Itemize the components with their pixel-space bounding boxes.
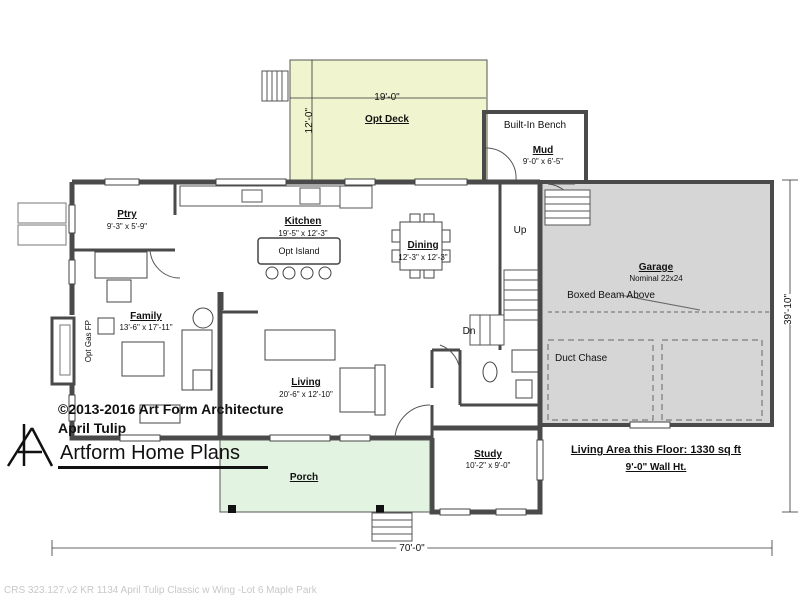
mud-dims: 9'-0" x 6'-5": [522, 157, 564, 166]
mud-room-walls: [482, 110, 588, 182]
room-garage: Garage: [638, 262, 674, 273]
brand-name: Artform Home Plans: [60, 442, 241, 464]
living-furniture: [264, 329, 386, 416]
ptry-dims: 9'-3" x 5'-9": [106, 222, 148, 231]
room-kitchen: Kitchen: [284, 216, 322, 227]
duct-chase-label: Duct Chase: [555, 353, 608, 364]
stairs-dn-label: Dn: [462, 326, 476, 337]
room-porch: Porch: [289, 472, 319, 483]
family-dims: 13'-6" x 17'-11": [119, 323, 173, 332]
opt-gas-fp-label: Opt Gas FP: [84, 320, 93, 363]
living-dims: 20'-6" x 12'-10": [279, 390, 333, 399]
room-family: Family: [130, 311, 162, 322]
room-dining: Dining: [407, 240, 439, 251]
copyright-text: ©2013-2016 Art Form Architecture: [58, 401, 284, 417]
room-opt-deck: Opt Deck: [365, 114, 409, 125]
footer-text: CRS 323.127.v2 KR 1134 April Tulip Class…: [4, 585, 317, 596]
boxed-beam-label: Boxed Beam Above: [567, 290, 655, 301]
room-mud: Mud: [532, 145, 554, 156]
fireplace-bumpout: [50, 316, 76, 386]
builtin-bench-label: Built-In Bench: [503, 120, 567, 131]
living-area-label: Living Area this Floor: 1330 sq ft: [570, 444, 742, 456]
door-swings: [149, 147, 517, 439]
plan-name-text: April Tulip: [58, 420, 127, 436]
porch-steps: [371, 512, 413, 542]
windows: [68, 178, 671, 516]
kitchen-island: [257, 237, 341, 265]
dining-dims: 12'-3" x 12'-3": [398, 253, 448, 262]
kitchen-counter: [179, 185, 373, 209]
room-living: Living: [291, 377, 321, 388]
porch-posts: [228, 505, 384, 513]
room-study: Study: [474, 449, 502, 460]
garage-dims: Nominal 22x24: [629, 274, 683, 283]
deck-width-dim: 19'-0": [374, 92, 400, 103]
stairs: [469, 189, 591, 346]
wall-height-label: 9'-0" Wall Ht.: [625, 462, 687, 473]
garage-details: [547, 294, 772, 421]
brand-underline: [58, 466, 268, 469]
study-dims: 10'-2" x 9'-0": [465, 461, 511, 470]
porch-area: [219, 439, 431, 513]
logo-mark: [6, 424, 54, 467]
deck-area: [289, 59, 488, 183]
overall-width-dim: 70'-0": [396, 543, 428, 554]
room-ptry: Ptry: [117, 209, 137, 220]
overall-depth-dim: 39'-10": [783, 294, 794, 326]
deck-dimension-lines: [290, 60, 486, 182]
family-furniture: [94, 251, 214, 424]
kitchen-dims: 19'-5" x 12'-3": [278, 229, 328, 238]
powder-room: [482, 349, 539, 399]
outdoor-units: [17, 202, 67, 246]
opt-island-label: Opt Island: [278, 246, 320, 256]
dining-table: [391, 213, 451, 279]
deck-steps: [261, 70, 289, 102]
island-stools: [265, 266, 332, 280]
deck-depth-dim: 12'-0": [304, 108, 315, 134]
stairs-up-label: Up: [513, 225, 527, 236]
